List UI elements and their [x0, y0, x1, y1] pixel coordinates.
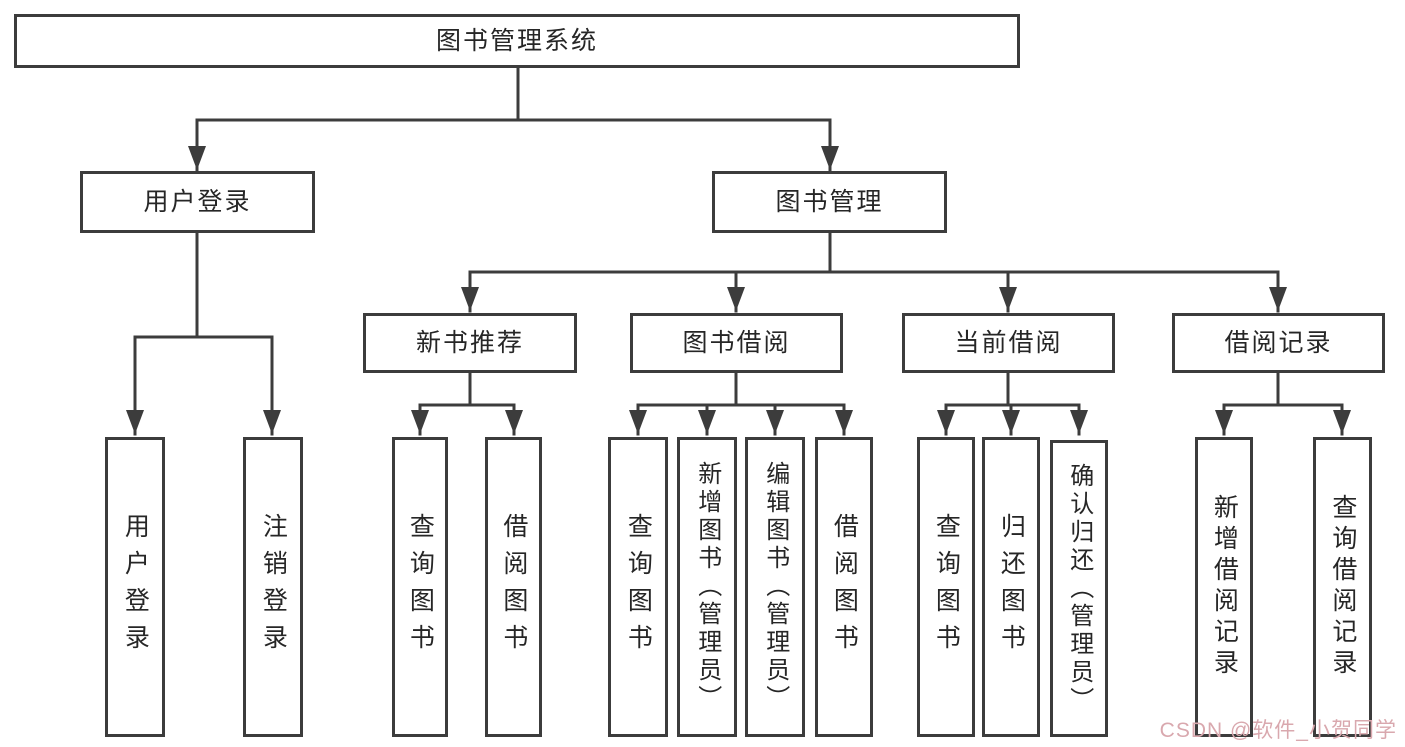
node-current-borrowing: 当前借阅 — [902, 313, 1115, 373]
node-borrowing-records: 借阅记录 — [1172, 313, 1385, 373]
node-library-management-system: 图书管理系统 — [14, 14, 1020, 68]
csdn-watermark: CSDN @软件_小贺同学 — [1159, 719, 1397, 742]
node-borrow-books-2: 借阅图书 — [815, 437, 873, 737]
node-confirm-return-admin: 确认归还（管理员） — [1050, 440, 1108, 737]
node-user-login: 用户登录 — [80, 171, 315, 233]
node-logout-action: 注销登录 — [243, 437, 303, 737]
node-return-books: 归还图书 — [982, 437, 1040, 737]
node-query-books-3: 查询图书 — [917, 437, 975, 737]
node-add-book-admin: 新增图书（管理员） — [677, 437, 737, 737]
node-query-borrow-record: 查询借阅记录 — [1313, 437, 1372, 737]
node-edit-book-admin: 编辑图书（管理员） — [745, 437, 805, 737]
node-borrow-books-1: 借阅图书 — [485, 437, 542, 737]
node-book-borrowing: 图书借阅 — [630, 313, 843, 373]
node-new-book-recommendation: 新书推荐 — [363, 313, 577, 373]
node-query-books-2: 查询图书 — [608, 437, 668, 737]
node-book-management: 图书管理 — [712, 171, 947, 233]
node-user-login-action: 用户登录 — [105, 437, 165, 737]
node-query-books-1: 查询图书 — [392, 437, 448, 737]
node-add-borrow-record: 新增借阅记录 — [1195, 437, 1253, 737]
